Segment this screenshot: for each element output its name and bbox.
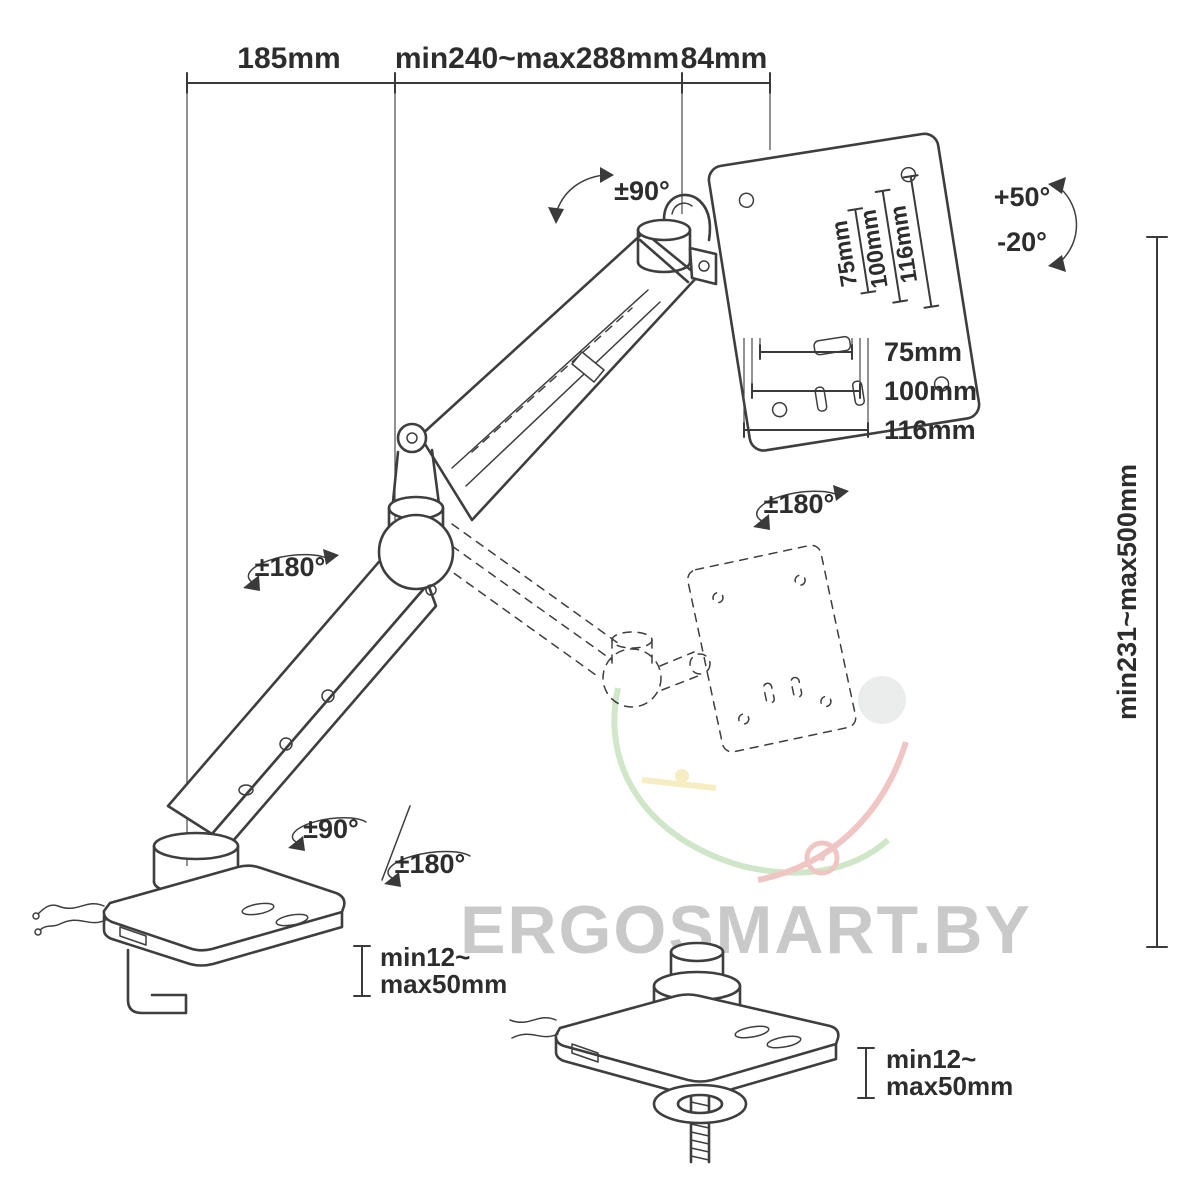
vesa-horizontal-dimensions: 75mm 100mm 116mm	[743, 337, 977, 445]
mid-joint-rotation-annotation: ±180°	[243, 549, 339, 591]
vesa-plate: 75mm 100mm 116mm	[707, 132, 981, 452]
vesa-rotation-arc-arrow	[755, 490, 841, 522]
base-grommet-mount	[509, 941, 840, 1164]
base-clamp-mount	[32, 831, 346, 1015]
tilt-arc-arrow	[1059, 187, 1078, 263]
rotation-mid-joint-label: ±180°	[255, 552, 326, 582]
slash-divider	[381, 805, 411, 881]
clamp-left-dimension: min12~ max50mm	[353, 942, 507, 999]
vesa-rotation-annotation: ±180°	[753, 485, 849, 530]
lower-arm	[166, 554, 438, 858]
base-swivel-arc-arrow	[291, 816, 367, 843]
base-rotation-annotations: ±90° ±180°	[288, 805, 471, 887]
top-joint	[636, 193, 718, 286]
rotation-vesa-label: ±180°	[764, 489, 835, 519]
dimension-lines-top: 185mm min240~max288mm 84mm	[186, 42, 771, 866]
dim-top-right-label: 84mm	[681, 42, 768, 75]
dim-top-mid-label: min240~max288mm	[395, 42, 679, 75]
base-rotation-arc-arrow	[387, 850, 471, 879]
grommet-bolt	[652, 1083, 748, 1164]
clamp-right-range-line1: min12~	[886, 1044, 976, 1074]
rotation-top-joint-label: ±90°	[614, 176, 670, 206]
clamp-right-range-line2: max50mm	[886, 1071, 1013, 1101]
ghost-arm-outline	[429, 523, 711, 708]
c-clamp	[126, 948, 188, 1015]
clamp-left-range-line1: min12~	[380, 942, 470, 972]
rotation-base-90-label: ±90°	[303, 814, 359, 844]
vesa-horizontal-100-label: 100mm	[884, 376, 977, 406]
tilt-annotation: +50° -20°	[994, 177, 1078, 272]
vesa-horizontal-116-label: 116mm	[884, 415, 976, 445]
usb-slot	[119, 926, 147, 946]
watermark-text: ERGOSMART.BY	[460, 892, 1032, 968]
clamp-left-range-line2: max50mm	[380, 969, 507, 999]
clamp-right-dimension: min12~ max50mm	[857, 1044, 1013, 1101]
tilt-up-label: +50°	[994, 182, 1051, 212]
tilt-down-label: -20°	[997, 227, 1047, 257]
ghost-vesa-plate	[687, 544, 857, 753]
vesa-horizontal-75-label: 75mm	[884, 337, 962, 367]
elbow-joint	[377, 422, 455, 596]
usb-slot	[571, 1043, 599, 1063]
dimension-line-height: min231~max500mm	[1112, 236, 1168, 948]
brand-logo-watermark	[611, 676, 909, 883]
top-rotation-arc-arrow	[555, 174, 605, 215]
upper-arm	[418, 230, 700, 522]
top-joint-rotation-annotation: ±90°	[548, 167, 670, 224]
cables-left	[32, 903, 107, 936]
mid-rotation-arc-arrow	[247, 553, 331, 583]
rotation-base-180-label: ±180°	[395, 849, 466, 879]
height-range-label: min231~max500mm	[1112, 464, 1142, 720]
cables-bottom	[509, 1017, 559, 1039]
dim-top-left-label: 185mm	[237, 42, 340, 75]
